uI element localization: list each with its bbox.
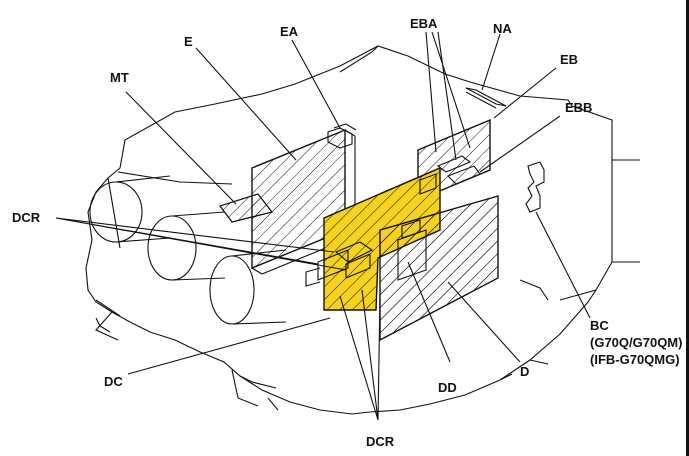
label-bc-model1: (G70Q/G70QM) <box>590 335 682 350</box>
label-dcr-bottom: DCR <box>366 434 395 449</box>
part-na <box>465 87 507 109</box>
label-eb: EB <box>560 52 578 67</box>
label-eba: EBA <box>410 16 438 31</box>
label-bc: BC <box>590 318 609 333</box>
labels: E EA EBA NA EB EBB MT DCR DC DD D BC (G7… <box>12 16 682 449</box>
leader-lines <box>55 31 591 421</box>
label-na: NA <box>493 21 512 36</box>
part-d <box>379 195 499 342</box>
right-edge-border <box>686 0 689 456</box>
label-bc-model2: (IFB-G70QMG) <box>590 352 680 367</box>
label-ea: EA <box>280 24 299 39</box>
label-e: E <box>184 34 193 49</box>
part-bc <box>525 161 545 213</box>
label-ebb: EBB <box>565 100 592 115</box>
label-d: D <box>520 364 529 379</box>
label-mt: MT <box>110 70 129 85</box>
label-dcr-left: DCR <box>12 210 41 225</box>
label-dc: DC <box>104 374 123 389</box>
label-dd: DD <box>438 380 457 395</box>
engine-outline <box>85 45 640 415</box>
